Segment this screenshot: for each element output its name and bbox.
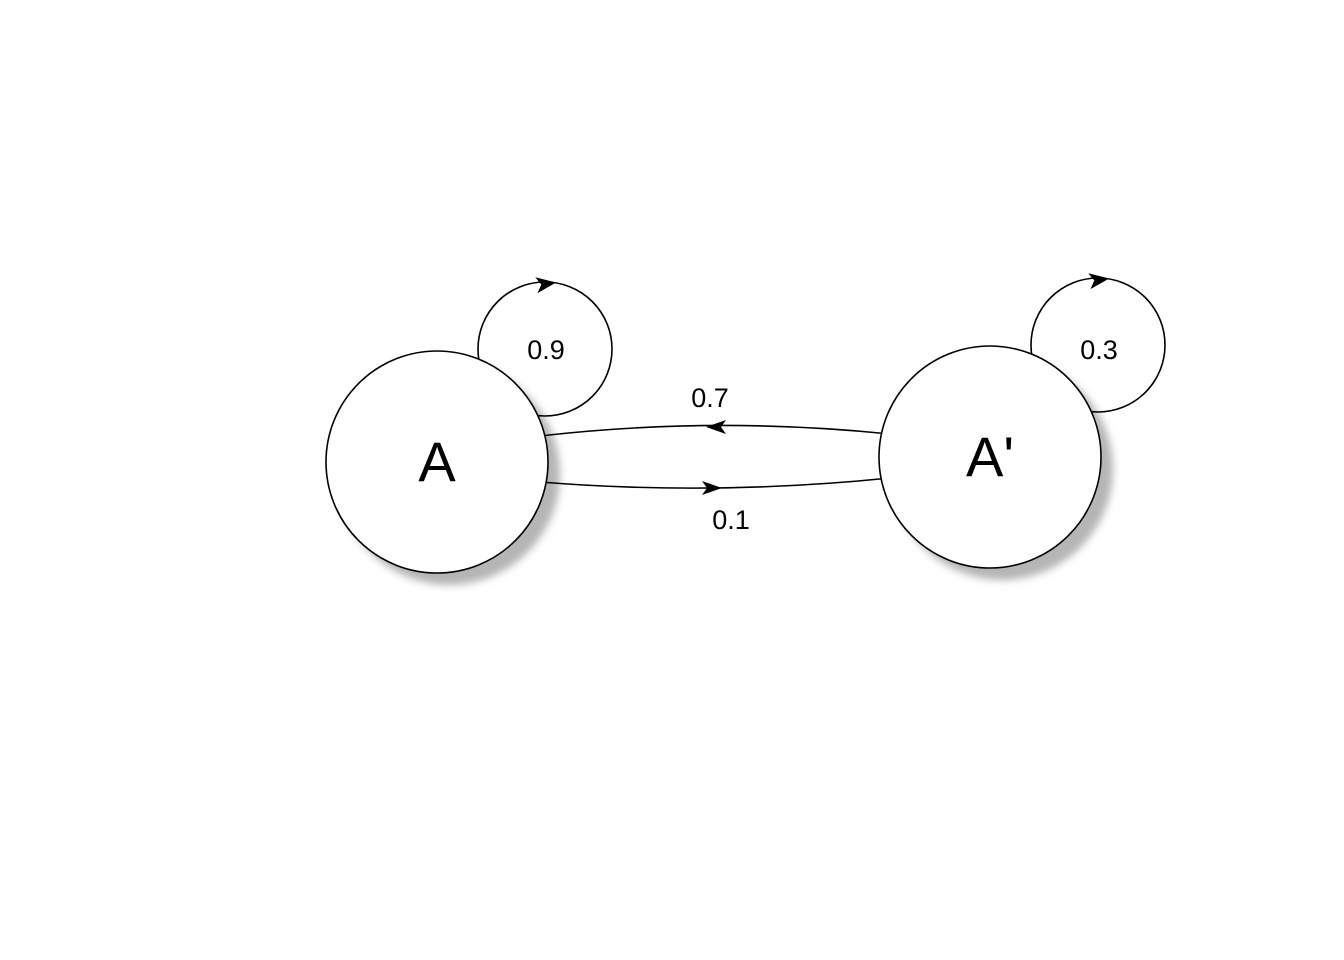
transition-arrow-right-icon: [702, 481, 722, 495]
self-loop-a-prime-label: 0.3: [1080, 335, 1118, 365]
transition-arrow-left-icon: [706, 420, 726, 434]
self-loop-a-prime-arrow-icon: [1088, 273, 1110, 290]
state-node-a-prime: [878, 345, 1102, 569]
state-node-a-prime-label: A': [966, 425, 1014, 488]
state-node-a: [325, 350, 549, 574]
edge-label-0-1: 0.1: [712, 505, 750, 535]
state-node-a-label: A: [418, 430, 456, 493]
self-loop-a-arrow-icon: [535, 277, 557, 294]
edge-label-0-7: 0.7: [691, 383, 729, 413]
self-loop-a-label: 0.9: [527, 335, 565, 365]
